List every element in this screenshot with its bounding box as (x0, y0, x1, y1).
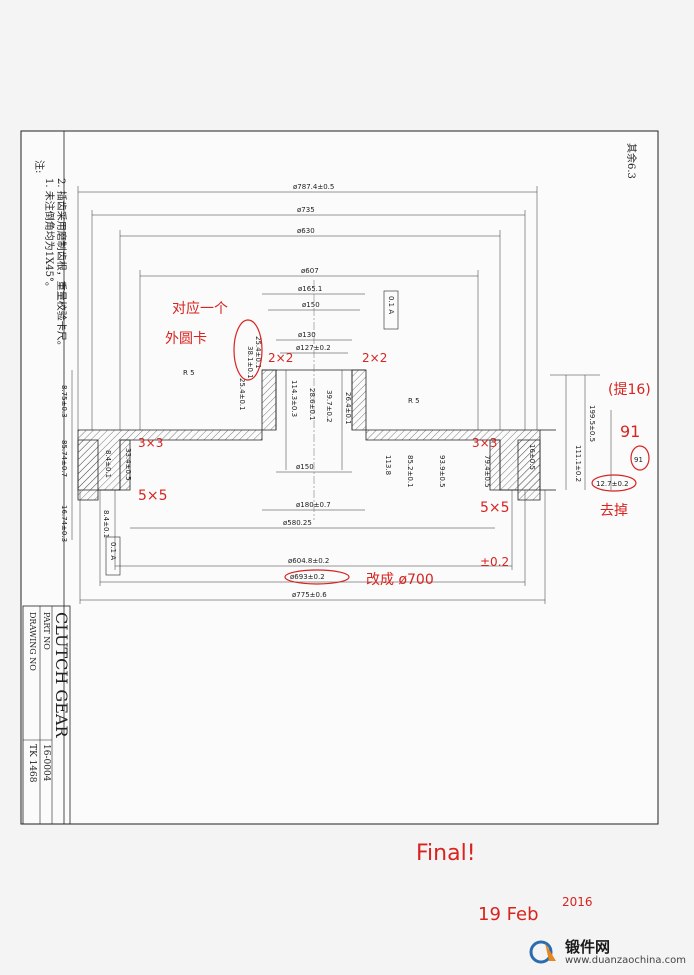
diameter-dimension-lines (77, 186, 546, 604)
brand-name: 锻件网 (564, 937, 610, 956)
dim-d180: ø180±0.7 (296, 501, 331, 509)
title-text: CLUTCH GEAR (52, 612, 71, 738)
note-wenzi1: 对应一个 (172, 300, 228, 317)
note-year: 2016 (562, 895, 593, 909)
dim-h334: 33.4±0.5 (124, 448, 132, 481)
note-c2x2a: 2×2 (268, 351, 293, 365)
dim-h2544: 25.4±0.1 (254, 336, 262, 369)
drawing-no-label: DRAWING NO (28, 612, 37, 671)
dim-h397: 39.7±0.2 (325, 390, 333, 423)
circle-mark-left (233, 319, 263, 381)
red-annotations: 对应一个 外圆卡 2×2 2×2 3×3 3×3 5×5 5×5 ±0.2 改成… (138, 300, 651, 925)
roughness-general: 其余6.3 (625, 143, 638, 179)
drawing-no-value: TK 1468 (27, 744, 37, 783)
note-c3x3a: 3×3 (138, 436, 163, 450)
dim-h84: 8.4±0.1 (104, 450, 112, 478)
dim-h1143: 114.3±0.3 (290, 380, 298, 417)
notes: 注: 1. 未注倒角均为1X45°。 2. 插齿采用磨制齿根，重量校验卡尺。 (33, 160, 68, 351)
dim-r5b: R 5 (408, 397, 420, 405)
dim-d630: ø630 (297, 227, 315, 235)
dim-h1674: 16.74±0.3 (60, 505, 68, 542)
brand-logo-icon (529, 940, 556, 964)
dim-d775: ø775±0.6 (292, 591, 327, 599)
dim-h84b: 8.4±0.1 (102, 510, 110, 538)
dim-h794: 79.4±0.5 (483, 455, 491, 488)
dim-d693: ø693±0.2 (290, 573, 325, 581)
tol-frame-a: 0.1 A (387, 296, 395, 314)
dim-d787: ø787.4±0.5 (293, 183, 334, 191)
dim-r5a: R 5 (183, 369, 195, 377)
note-c5x5a: 5×5 (138, 488, 168, 504)
note-date: 19 Feb (478, 904, 539, 925)
dim-d150: ø150 (302, 301, 320, 309)
dim-h852: 85.2±0.1 (406, 455, 414, 488)
dim-d735: ø735 (297, 206, 315, 214)
note-2: 2. 插齿采用磨制齿根，重量校验卡尺。 (55, 178, 68, 351)
dim-h8574: 85.74±0.7 (60, 440, 68, 477)
circle-mark-91 (630, 445, 650, 471)
title-block: CLUTCH GEAR DRAWING NO TK 1468 PART NO 1… (22, 605, 71, 825)
tol-frame-b: 0.1 A (109, 542, 117, 560)
dim-h939: 93.9±0.5 (438, 455, 446, 488)
watermark: 锻件网 www.duanzaochina.com (529, 937, 686, 967)
dim-d130: ø130 (298, 331, 316, 339)
note-91: 91 (620, 422, 640, 441)
part-no-value: 16-0004 (41, 744, 51, 782)
dim-h264: 26.4±0.1 (344, 392, 352, 425)
part-section (77, 280, 556, 520)
circle-mark-127 (591, 474, 637, 492)
dim-d127: ø127±0.2 (296, 344, 331, 352)
dim-h1111: 111.1±0.2 (574, 445, 582, 482)
brand-site: www.duanzaochina.com (564, 954, 686, 966)
note-ti16: (提16) (608, 382, 651, 398)
dim-h286: 28.6±0.1 (308, 388, 316, 421)
dim-h254: 25.4±0.1 (238, 378, 246, 411)
note-c3x3b: 3×3 (472, 436, 497, 450)
dim-d580: ø580.25 (283, 519, 312, 527)
dim-h127: 12.7±0.2 (596, 480, 629, 488)
dim-h875: 8.75±0.3 (60, 385, 68, 418)
note-final: Final! (416, 841, 476, 866)
note-remove: 去掉 (600, 503, 628, 519)
note-c2x2b: 2×2 (362, 351, 387, 365)
dimension-labels: ø787.4±0.5 ø735 ø630 ø607 ø165.1 ø150 ø1… (60, 183, 629, 599)
part-no-label: PART NO (42, 612, 51, 650)
dim-d150b: ø150 (296, 463, 314, 471)
dim-d607: ø607 (301, 267, 319, 275)
height-dimension-lines (71, 370, 612, 540)
note-wenzi2: 外圆卡 (165, 331, 207, 347)
note-change700: 改成 ø700 (366, 572, 434, 588)
note-c5x5b: 5×5 (480, 500, 510, 516)
notes-heading: 注: (33, 160, 46, 173)
dim-h16: 16±0.5 (528, 444, 536, 470)
dim-d604: ø604.8±0.2 (288, 557, 329, 565)
circle-mark-d693 (284, 569, 350, 585)
note-1: 1. 未注倒角均为1X45°。 (43, 178, 56, 292)
note-tol02: ±0.2 (480, 555, 509, 569)
dim-h1138: 113.8 (384, 455, 392, 475)
dim-91-small: 91 (634, 456, 643, 464)
dim-h381: 38.1±0.1 (246, 346, 254, 379)
dim-h1995: 199.5±0.5 (588, 405, 596, 442)
dim-d165: ø165.1 (298, 285, 322, 293)
